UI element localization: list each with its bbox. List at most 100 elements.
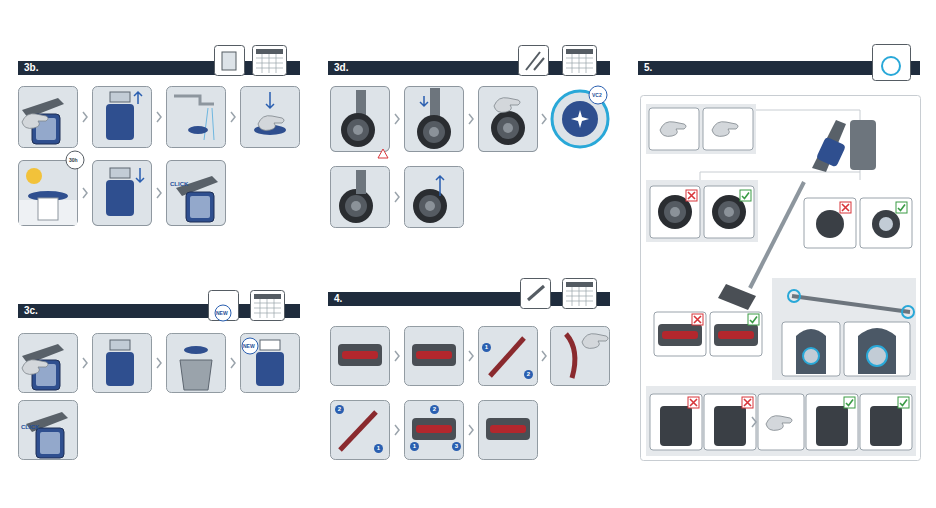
step-panels [330,86,608,228]
brush-roll-icon [528,286,544,300]
panel [478,400,537,459]
arrow-up [436,176,444,196]
arrow-down [136,168,144,182]
dust-container [256,352,284,386]
brush-head [491,111,525,145]
brush-roll [490,338,524,376]
new-badge [215,305,231,321]
tap [174,96,214,104]
sun [26,168,42,184]
step-arrow [469,114,473,124]
dust-container [106,104,134,140]
panel [18,161,77,226]
step-arrow [395,425,399,435]
brush-detail [562,101,598,137]
dust-container [816,136,846,167]
correct-mark [740,190,751,201]
panel [649,108,699,150]
step-arrow [469,425,473,435]
step-arrow [83,188,87,198]
step-panels [330,326,609,459]
maintenance-overview [641,96,921,461]
panel [330,326,389,385]
panel [703,108,753,150]
step-panels [18,333,299,459]
panel [330,167,389,228]
panel [166,161,225,226]
step-arrow [395,192,399,202]
step-arrow [83,112,87,122]
dust-container [26,412,68,458]
callout-number: 1 [410,442,419,451]
filter [110,340,130,350]
floor-head [718,284,756,310]
dust-container [106,180,134,216]
hand [712,122,738,137]
vacuum-icon [873,45,911,81]
group-area [646,180,758,242]
step-arrow [157,188,161,198]
panel [704,394,756,450]
panel [404,326,463,385]
connector [796,329,826,374]
filter-housing [870,406,902,446]
callout-number: 3 [452,442,461,451]
wrong-mark [688,397,699,408]
action-label: CLICK [21,424,39,430]
hand [660,122,686,137]
hand [582,334,608,349]
floor-head [658,324,702,346]
filter [110,168,130,178]
arrow-down [420,96,428,106]
brush-head [413,189,447,223]
highlight [788,290,800,302]
calendar-icon [563,46,597,76]
panel [704,186,754,238]
water [204,108,214,140]
filter-icon [222,52,236,70]
tube [356,170,366,194]
badge-text: NEW [243,344,255,349]
panel [404,167,463,228]
panel [330,400,389,459]
brush-roll [340,412,376,450]
panel [844,322,910,376]
brush-roll [566,334,575,378]
wrong-mark [840,202,851,213]
new-badge [242,338,258,354]
arrow-down [266,92,274,108]
group-area [772,278,916,380]
connector [858,328,896,374]
badge-text: NEW [216,311,228,316]
step-panels [18,87,299,226]
action-label: CLICK [170,181,188,187]
dust-container [106,352,134,386]
duration-label: 30h [69,158,78,163]
panel [758,394,804,450]
brush-head [417,115,451,149]
bin [180,360,212,390]
brush-head [339,189,373,223]
wrong-mark [692,314,703,325]
panel [710,312,762,356]
badge-text: VC2 [592,93,602,98]
filter [38,198,58,220]
floor-head [412,344,456,366]
filter [260,340,280,350]
panel [782,322,840,376]
panel [654,312,706,356]
group-area [646,104,756,154]
filter [184,346,208,354]
panel [18,87,77,148]
sparkle [571,110,589,128]
calendar-icon [253,46,287,76]
panel [650,186,700,238]
step-arrow [395,114,399,124]
step-arrow [469,351,473,361]
panel [806,394,858,450]
floor-head [486,418,530,440]
wrong-mark [686,190,697,201]
step-arrow [157,358,161,368]
filter-icon [215,46,245,76]
